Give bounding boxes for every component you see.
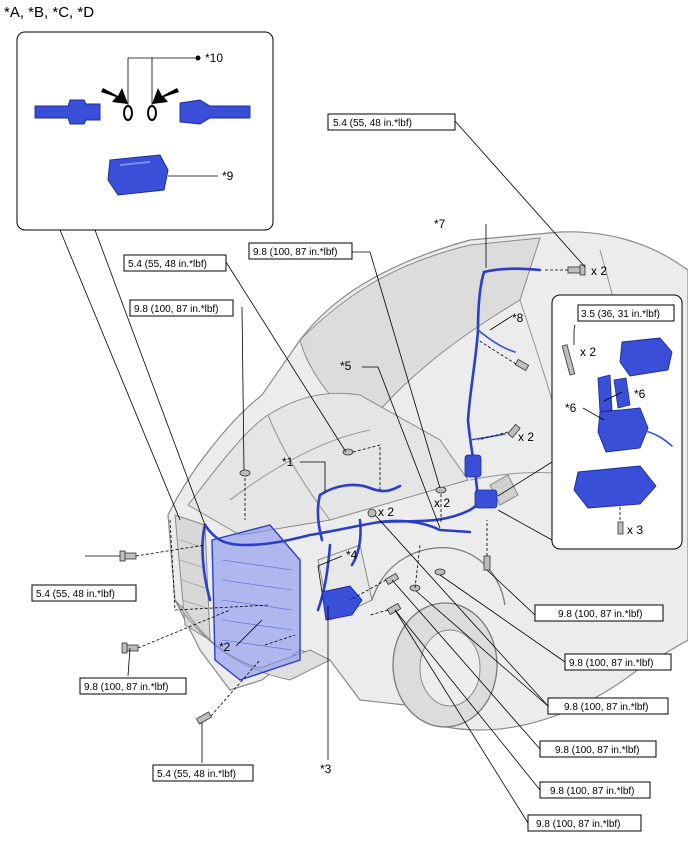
bolt-icon <box>617 521 624 535</box>
torque-label: 5.4 (55, 48 in.*lbf) <box>128 259 207 270</box>
quantity-label: x 2 <box>434 496 450 510</box>
torque-label: 9.8 (100, 87 in.*lbf) <box>555 745 640 756</box>
callout-label: *10 <box>205 51 223 65</box>
torque-label: 9.8 (100, 87 in.*lbf) <box>84 682 169 693</box>
wiring-harness <box>201 267 542 621</box>
hood <box>187 392 469 536</box>
callout-label: *7 <box>434 217 446 231</box>
arrow-icon <box>101 88 128 104</box>
radiator-assembly <box>211 524 301 681</box>
installation-lines <box>135 269 568 717</box>
callout-labels: *10 *9 *7 *8 *5 *1 *4 *2 *3 *6 *6 <box>205 51 646 776</box>
torque-label: 9.8 (100, 87 in.*lbf) <box>253 247 338 258</box>
torque-label: 3.5 (36, 31 in.*lbf) <box>581 309 660 320</box>
callout-label: *6 <box>565 401 577 415</box>
torque-labels: 5.4 (55, 48 in.*lbf) 9.8 (100, 87 in.*lb… <box>31 113 675 832</box>
quantity-labels: x 2 x 2 x 2 x 2 x 2 x 3 <box>378 264 643 537</box>
wheel-hub <box>419 629 481 707</box>
bolt-icon <box>119 550 137 562</box>
torque-label: 9.8 (100, 87 in.*lbf) <box>569 658 654 669</box>
arrow-icon <box>152 88 179 104</box>
callout-label: *3 <box>320 762 332 776</box>
quantity-label: x 2 <box>518 430 534 444</box>
inset-connector-detail <box>16 31 274 526</box>
inset-ecu-detail <box>497 294 683 550</box>
torque-label: 5.4 (55, 48 in.*lbf) <box>157 769 236 780</box>
connector-9 <box>107 154 169 196</box>
callout-label: *9 <box>222 169 234 183</box>
bolt-icon <box>483 555 491 571</box>
clip-icon <box>239 469 251 477</box>
windshield <box>299 237 541 411</box>
bolt-icon <box>507 423 521 439</box>
torque-label: 5.4 (55, 48 in.*lbf) <box>36 589 115 600</box>
clip-icon <box>435 486 447 494</box>
torque-label: 9.8 (100, 87 in.*lbf) <box>134 304 219 315</box>
callout-label: *2 <box>219 640 231 654</box>
callout-label: *6 <box>634 387 646 401</box>
bolt-icon <box>195 711 213 725</box>
callout-label: *4 <box>346 548 358 562</box>
fasteners <box>119 264 586 725</box>
bolt-icon <box>514 358 530 372</box>
torque-label: 9.8 (100, 87 in.*lbf) <box>550 786 635 797</box>
leader-lines <box>85 120 586 824</box>
callout-label: *8 <box>512 311 524 325</box>
component-3 <box>321 585 363 621</box>
clip-icon <box>434 568 446 576</box>
callout-label: *5 <box>340 359 352 373</box>
diagram-header: *A, *B, *C, *D <box>4 4 95 21</box>
torque-label: 9.8 (100, 87 in.*lbf) <box>558 609 643 620</box>
quantity-label: x 2 <box>591 264 607 278</box>
torque-label: 5.4 (55, 48 in.*lbf) <box>333 118 412 129</box>
quantity-label: x 3 <box>627 523 643 537</box>
torque-label: 9.8 (100, 87 in.*lbf) <box>564 702 649 713</box>
clip-icon <box>367 508 377 518</box>
torque-label: 9.8 (100, 87 in.*lbf) <box>536 819 621 830</box>
bolt-icon <box>561 344 576 376</box>
quantity-label: x 2 <box>580 345 596 359</box>
quantity-label: x 2 <box>378 505 394 519</box>
bolt-icon <box>386 602 402 616</box>
callout-label: *1 <box>282 455 294 469</box>
